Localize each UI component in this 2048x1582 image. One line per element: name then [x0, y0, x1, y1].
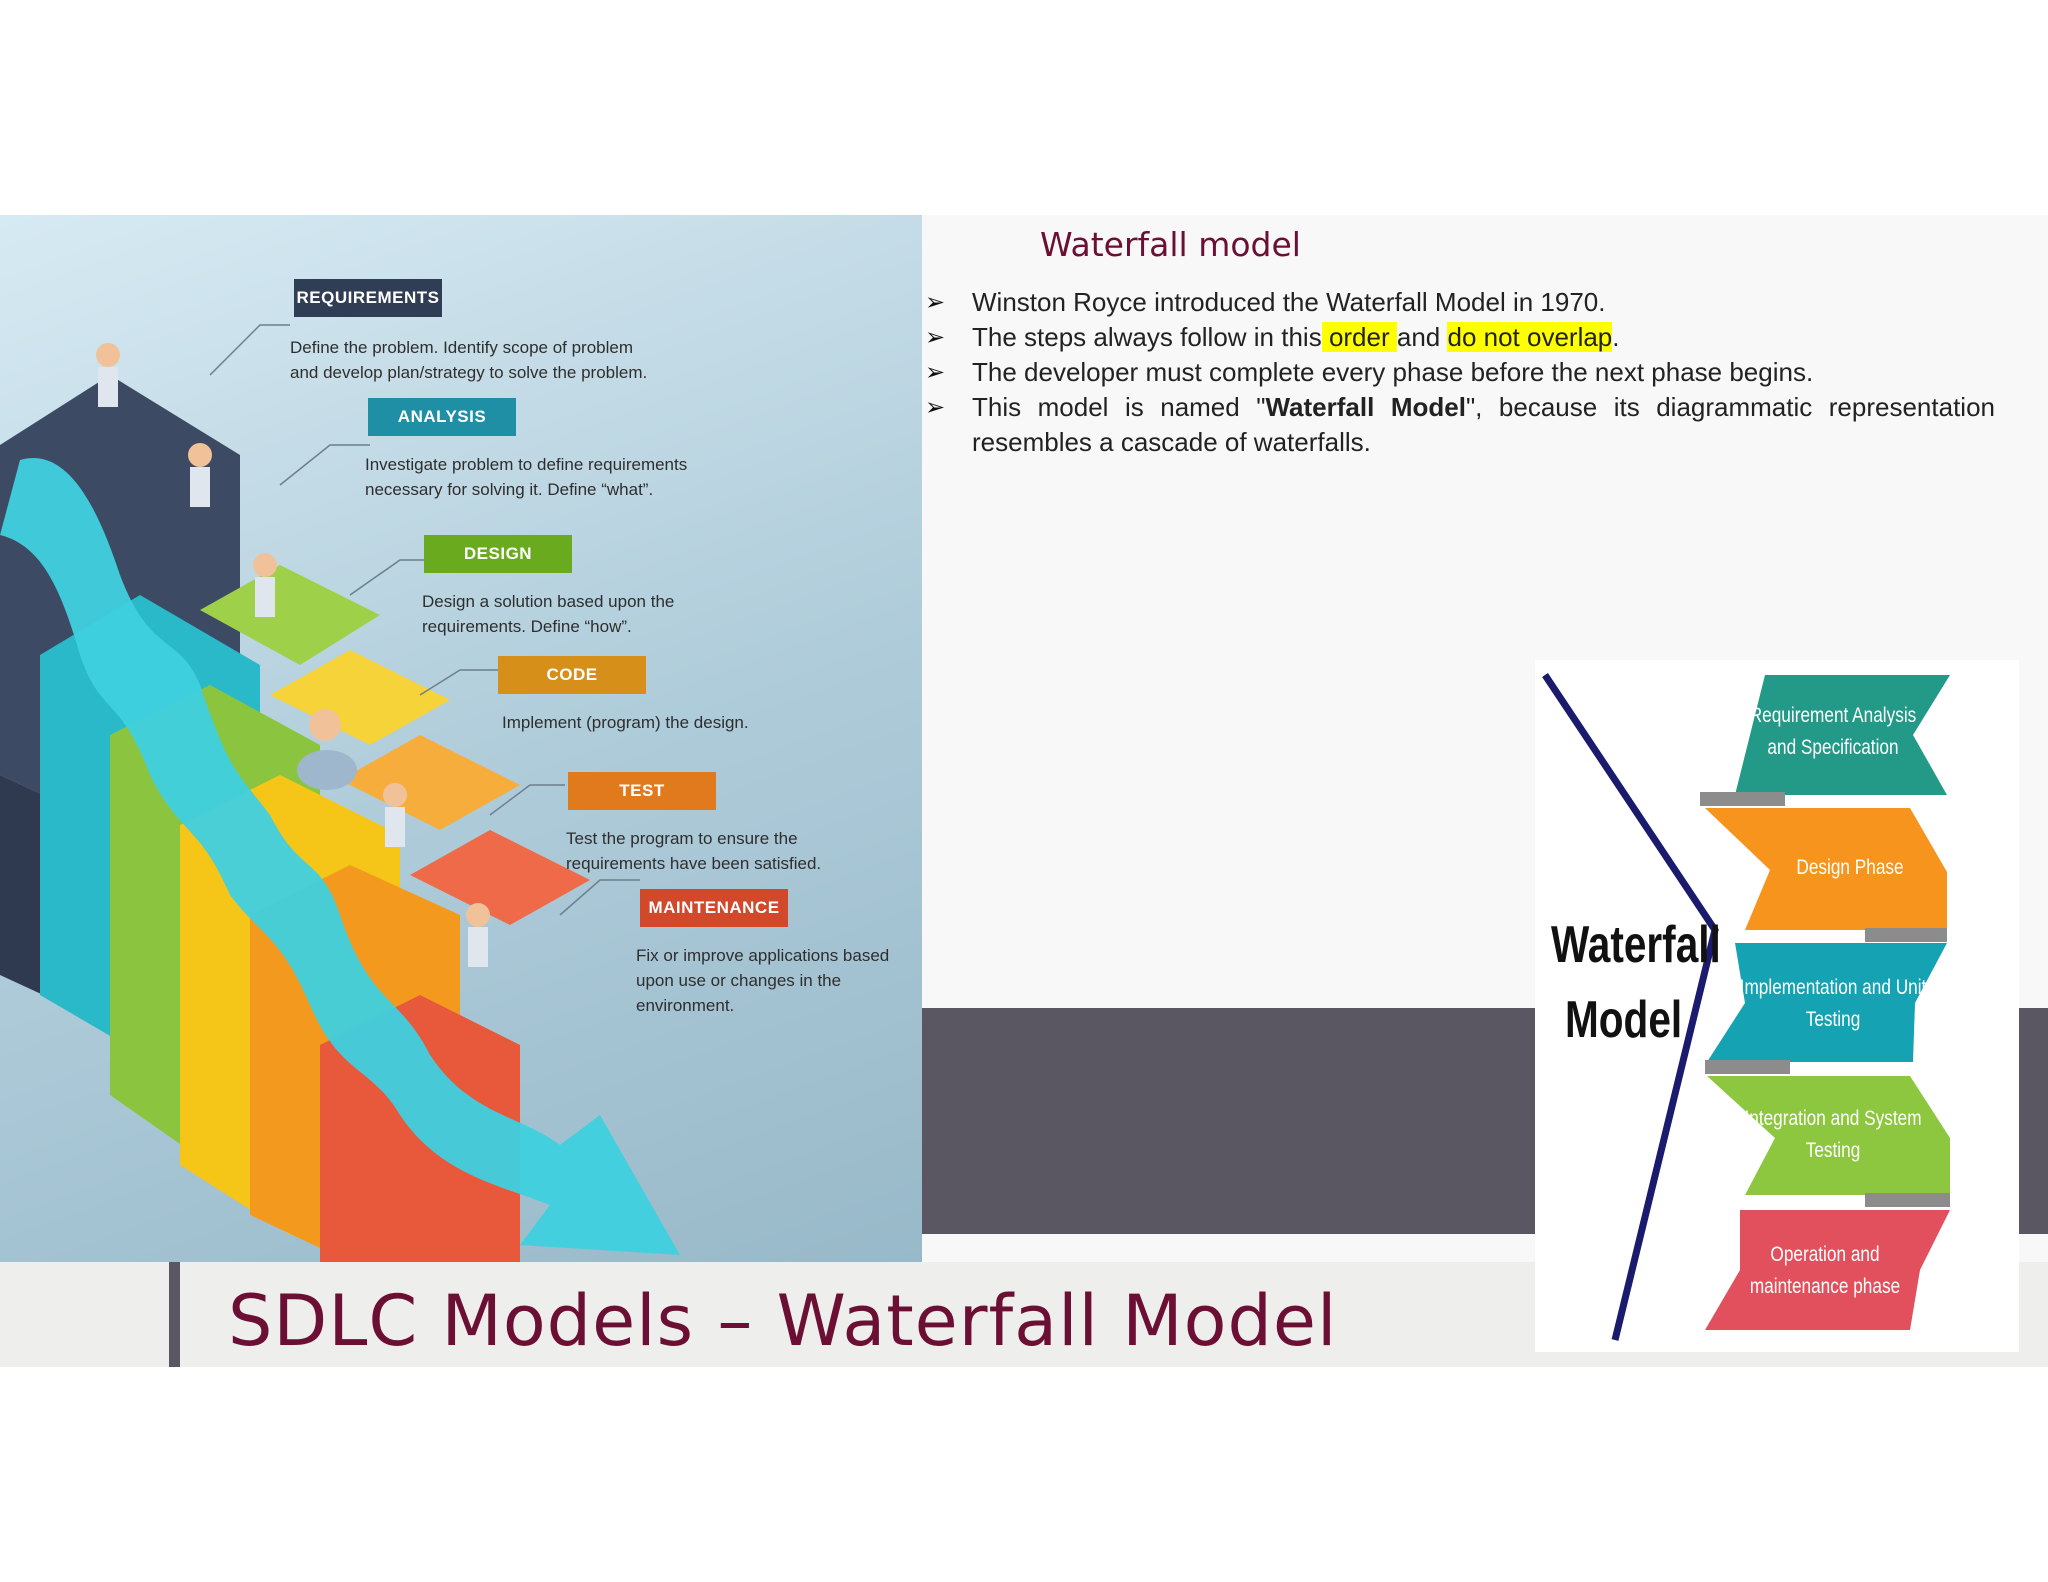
stage-shape-5	[1705, 1210, 1950, 1330]
highlighted-text: do not overlap	[1447, 322, 1613, 352]
stage-label-implementation: Implementation and Unit Testing	[1739, 976, 1927, 1031]
phase-label-design: DESIGN	[424, 535, 572, 573]
bullet-list: ➢ Winston Royce introduced the Waterfall…	[925, 285, 1995, 460]
connector-lines	[209, 324, 640, 916]
diagram-spine-line	[1542, 673, 1719, 1341]
bullet-item: ➢ The developer must complete every phas…	[925, 355, 1995, 390]
phase-label-requirements: REQUIREMENTS	[294, 279, 442, 317]
stage-label-operation: Operation and maintenance phase	[1749, 1243, 1901, 1298]
phase-label-code: CODE	[498, 656, 646, 694]
bullet-item: ➢ This model is named "Waterfall Model",…	[925, 390, 1995, 460]
stage-shape-1	[1735, 675, 1950, 795]
phase-desc-design: Design a solution based upon the require…	[422, 592, 675, 636]
waterfall-staircase-illustration: REQUIREMENTS Define the problem. Identif…	[0, 215, 922, 1262]
stage-label-integration: Integration and System Testing	[1744, 1107, 1922, 1162]
content-title: Waterfall model	[1040, 225, 1301, 264]
phase-label-test: TEST	[568, 772, 716, 810]
waterfall-diagram-graphic	[1542, 673, 1950, 1341]
bullet-text: The developer must complete every phase …	[972, 357, 1814, 387]
phase-label-maintenance: MAINTENANCE	[640, 889, 788, 927]
stage-shape-2	[1705, 808, 1947, 930]
slide-title: SDLC Models – Waterfall Model	[228, 1280, 1338, 1362]
phase-desc-analysis: Investigate problem to define requiremen…	[365, 455, 688, 499]
phase-desc-code: Implement (program) the design.	[502, 713, 749, 732]
arrow-bullet-icon: ➢	[925, 359, 946, 386]
slide: REQUIREMENTS Define the problem. Identif…	[0, 215, 2048, 1367]
bullet-text: ", because its diagrammatic representati…	[972, 392, 1995, 457]
arrow-bullet-icon: ➢	[925, 289, 946, 316]
arrow-bullet-icon: ➢	[925, 324, 946, 351]
stage-label-requirement-analysis: Requirement Analysis and Specification	[1749, 704, 1917, 759]
phase-desc-requirements: Define the problem. Identify scope of pr…	[290, 338, 648, 382]
highlighted-text: order	[1321, 322, 1397, 352]
bullet-item: ➢ The steps always follow in this order …	[925, 320, 1995, 355]
bullet-text: .	[1612, 322, 1620, 352]
stage-shape-3	[1707, 943, 1947, 1062]
bold-text: Waterfall Model	[1265, 392, 1466, 422]
diagram-title-line1: Waterfall	[1551, 916, 1721, 974]
staircase-graphic	[0, 324, 680, 1262]
diagram-title-line2: Model	[1565, 991, 1683, 1049]
phase-desc-maintenance: Fix or improve applications based upon u…	[636, 946, 890, 1015]
bullet-text: The steps always follow in this	[972, 322, 1322, 352]
stage-label-design-phase: Design Phase	[1796, 856, 1904, 879]
phase-desc-test: Test the program to ensure the requireme…	[566, 829, 822, 873]
bullet-item: ➢ Winston Royce introduced the Waterfall…	[925, 285, 1995, 320]
bullet-text: and	[1396, 322, 1448, 352]
title-accent-bar	[169, 1262, 180, 1367]
water-ribbon	[0, 457, 680, 1255]
bullet-text: Winston Royce introduced the Waterfall M…	[972, 287, 1606, 317]
bullet-text: This model is named "	[972, 392, 1266, 422]
chevron-stages	[1700, 675, 1950, 1330]
stage-shape-4	[1707, 1076, 1950, 1195]
character-figures	[96, 343, 490, 967]
phase-label-analysis: ANALYSIS	[368, 398, 516, 436]
arrow-bullet-icon: ➢	[925, 394, 946, 421]
waterfall-model-diagram: Waterfall Model Requirement Analysis and…	[1535, 660, 2019, 1352]
